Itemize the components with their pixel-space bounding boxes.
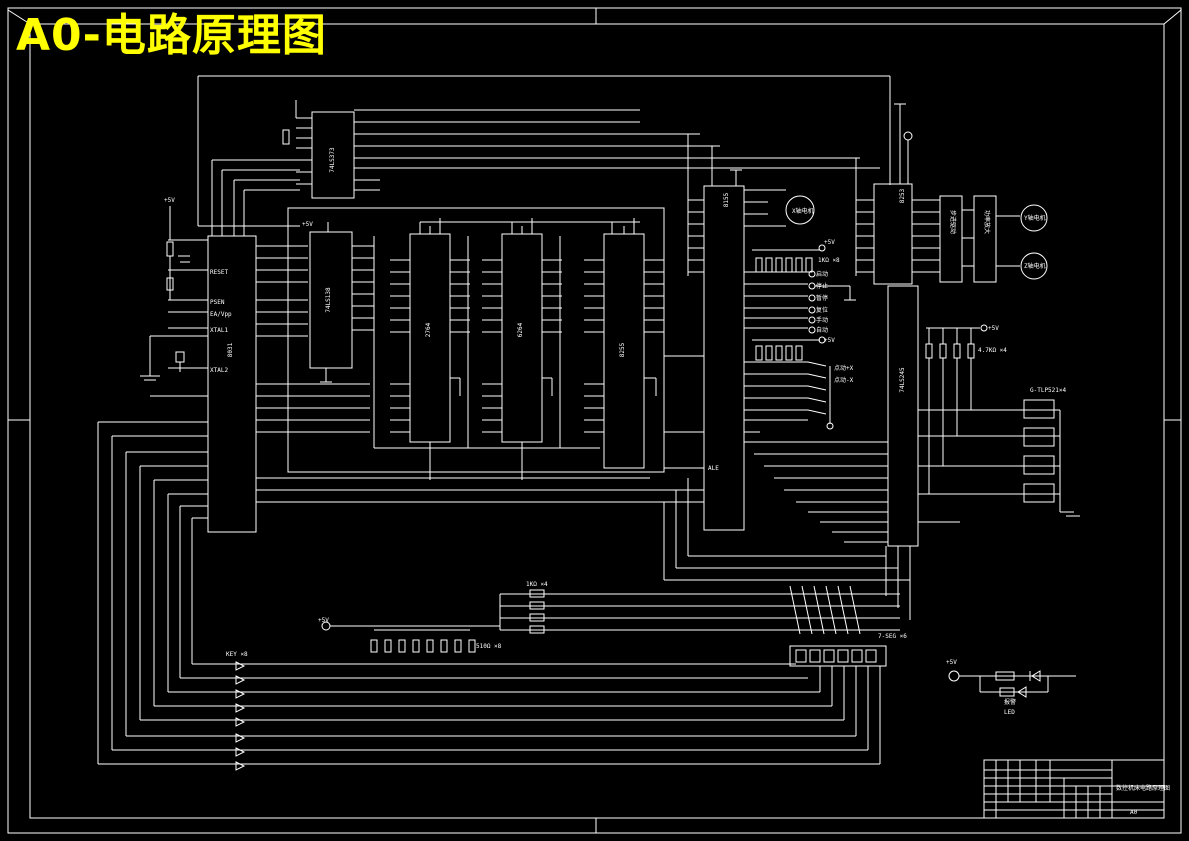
res-pack-2-label: 4.7KΩ ×4 xyxy=(978,347,1007,354)
display-label: 7-SEG ×6 xyxy=(878,633,907,640)
title-block-name: 数控机床电路原理图 xyxy=(1116,784,1170,792)
led-alarm-circuit xyxy=(948,670,1076,698)
optocoupler-group xyxy=(1023,399,1080,517)
driver-1-label: 步进驱动 xyxy=(949,210,957,234)
resistor-pack-4 xyxy=(925,324,988,494)
reset-circuit xyxy=(140,206,208,381)
title-block xyxy=(983,759,1165,819)
xtal2-label: XTAL2 xyxy=(210,367,228,374)
buffer-label: 74LS245 xyxy=(899,367,906,393)
chip-ppi-a xyxy=(584,218,664,469)
xtal1-label: XTAL1 xyxy=(210,327,228,334)
status-2-label: 停止 xyxy=(816,282,828,290)
alarm-label: 报警 xyxy=(1004,698,1016,706)
motor-y-icon xyxy=(1020,204,1048,232)
chip-latch xyxy=(282,100,880,199)
status-3-label: 暂停 xyxy=(816,294,828,302)
psen-label: PSEN xyxy=(210,299,225,306)
status-8-label: 点动-X xyxy=(834,376,854,384)
chip-timer xyxy=(855,103,940,285)
supply-label-5: +5V xyxy=(988,325,999,332)
supply-label-7: +5V xyxy=(824,337,835,344)
page-title: A0-电路原理图 xyxy=(16,10,327,61)
driver-block-1 xyxy=(939,195,963,283)
ppi-b-label: 8155 xyxy=(723,192,730,207)
motor-y-label: Y轴电机 xyxy=(1024,214,1046,222)
optocoupler-label: G-TLP521×4 xyxy=(1030,387,1067,394)
motor-z-icon xyxy=(1020,252,1048,280)
supply-label-1: +5V xyxy=(164,197,175,204)
resistor-pack-3 xyxy=(370,629,476,653)
status-4-label: 复位 xyxy=(816,306,828,314)
supply-label-4: +5V xyxy=(946,659,957,666)
timer-label: 8253 xyxy=(899,188,906,203)
title-block-sheet: A0 xyxy=(1130,809,1138,816)
chip-decoder xyxy=(309,222,374,383)
res-pack-3-label: 510Ω ×8 xyxy=(476,643,502,650)
ea-label: EA/Vpp xyxy=(210,311,232,318)
chip-buffer xyxy=(744,285,1060,547)
keys-label: KEY ×8 xyxy=(226,651,248,658)
motor-x-icon xyxy=(785,195,815,225)
resistor-pack-1 xyxy=(752,244,856,334)
eprom-label: 2764 xyxy=(425,322,432,337)
status-1-label: 启动 xyxy=(816,270,828,278)
chip-ppi-b xyxy=(664,134,808,531)
inner-frame xyxy=(29,23,1165,819)
ram-label: 6264 xyxy=(517,322,524,337)
ale-label: ALE xyxy=(708,465,719,472)
decoder-label: 74LS138 xyxy=(325,287,332,313)
key-matrix xyxy=(321,585,900,635)
supply-label-3: +5V xyxy=(318,617,329,624)
res-pack-4-label: 1KΩ ×4 xyxy=(526,581,548,588)
supply-label-2: +5V xyxy=(302,221,313,228)
status-6-label: 自动 xyxy=(816,326,828,334)
driver-2-label: 功率放大 xyxy=(983,210,991,234)
port-fanout xyxy=(97,422,880,771)
status-7-label: 点动+X xyxy=(834,364,854,372)
seven-seg-display xyxy=(789,645,887,667)
led-label: LED xyxy=(1004,709,1015,716)
chip-eprom xyxy=(390,218,470,443)
chip-mcu xyxy=(98,159,700,533)
reset-label: RESET xyxy=(210,269,228,276)
motor-x-label: X轴电机 xyxy=(792,207,814,215)
latch-label: 74LS373 xyxy=(329,147,336,173)
supply-label-6: +5V xyxy=(824,239,835,246)
res-pack-1-label: 1KΩ ×8 xyxy=(818,257,840,264)
driver-block-2 xyxy=(973,195,997,283)
status-5-label: 手动 xyxy=(816,316,828,324)
ppi-a-label: 8255 xyxy=(619,342,626,357)
motor-z-label: Z轴电机 xyxy=(1024,262,1046,270)
resistor-pack-2 xyxy=(752,336,834,430)
mcu-label: 8031 xyxy=(227,342,234,357)
